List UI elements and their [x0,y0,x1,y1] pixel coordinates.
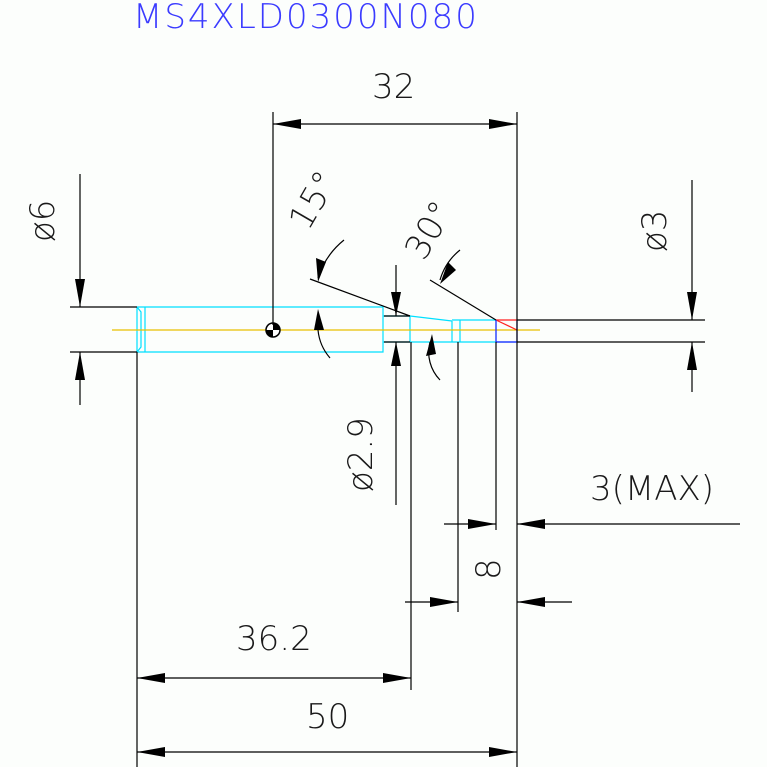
dim-label-8: 8 [469,558,509,580]
dim-label-30-degrees: 30° [397,194,462,266]
dim-label-50: 50 [306,697,349,737]
dimension-lines [70,112,740,767]
dim-label-36-2: 36.2 [236,619,312,659]
dim-label-32: 32 [372,67,415,107]
datum-symbol-icon [265,322,281,338]
tool-tip [495,319,518,343]
dim-label-dia-6: ø6 [23,200,63,242]
dim-label-15-degrees: 15° [281,164,346,236]
dim-label-dia-2-9: ø2.9 [341,417,381,492]
part-number-title: MS4XLD0300N080 [133,0,479,37]
dim-label-3-max: 3(MAX) [590,469,714,509]
dim-label-dia-3: ø3 [635,210,675,252]
